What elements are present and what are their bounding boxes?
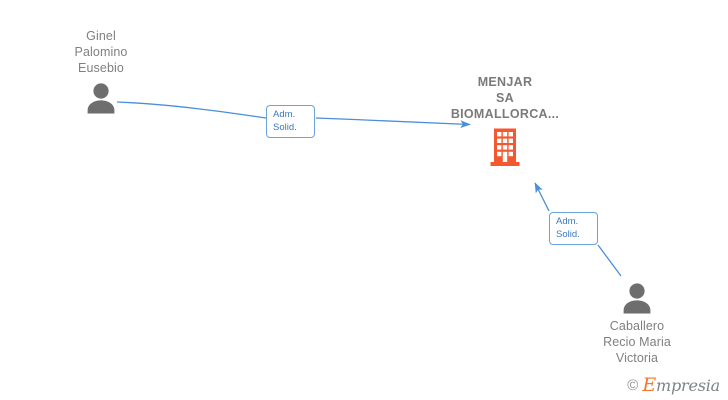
- node-person-caballero-recio-maria-victoria[interactable]: Caballero Recio Maria Victoria: [574, 282, 700, 366]
- person-icon: [623, 283, 651, 314]
- person-icon: [87, 83, 115, 114]
- brand-rest: mpresia: [656, 376, 720, 395]
- building-icon: [490, 128, 520, 166]
- edge-label-adm-solid-left[interactable]: Adm. Solid.: [266, 105, 315, 138]
- node-label: Ginel Palomino Eusebio: [74, 29, 128, 75]
- copyright-icon: ©: [627, 377, 639, 394]
- node-company-menjar-sa-biomallorca[interactable]: MENJAR SA BIOMALLORCA...: [430, 74, 580, 167]
- brand-initial: E: [642, 374, 656, 396]
- node-label: Caballero Recio Maria Victoria: [603, 319, 671, 365]
- empresia-watermark: © Empresia: [627, 374, 720, 396]
- company-name-label: MENJAR SA BIOMALLORCA...: [450, 75, 560, 121]
- edge-label-adm-solid-right[interactable]: Adm. Solid.: [549, 212, 598, 245]
- node-person-ginel-palomino-eusebio[interactable]: Ginel Palomino Eusebio: [38, 28, 164, 114]
- brand-wordmark: Empresia: [642, 374, 720, 396]
